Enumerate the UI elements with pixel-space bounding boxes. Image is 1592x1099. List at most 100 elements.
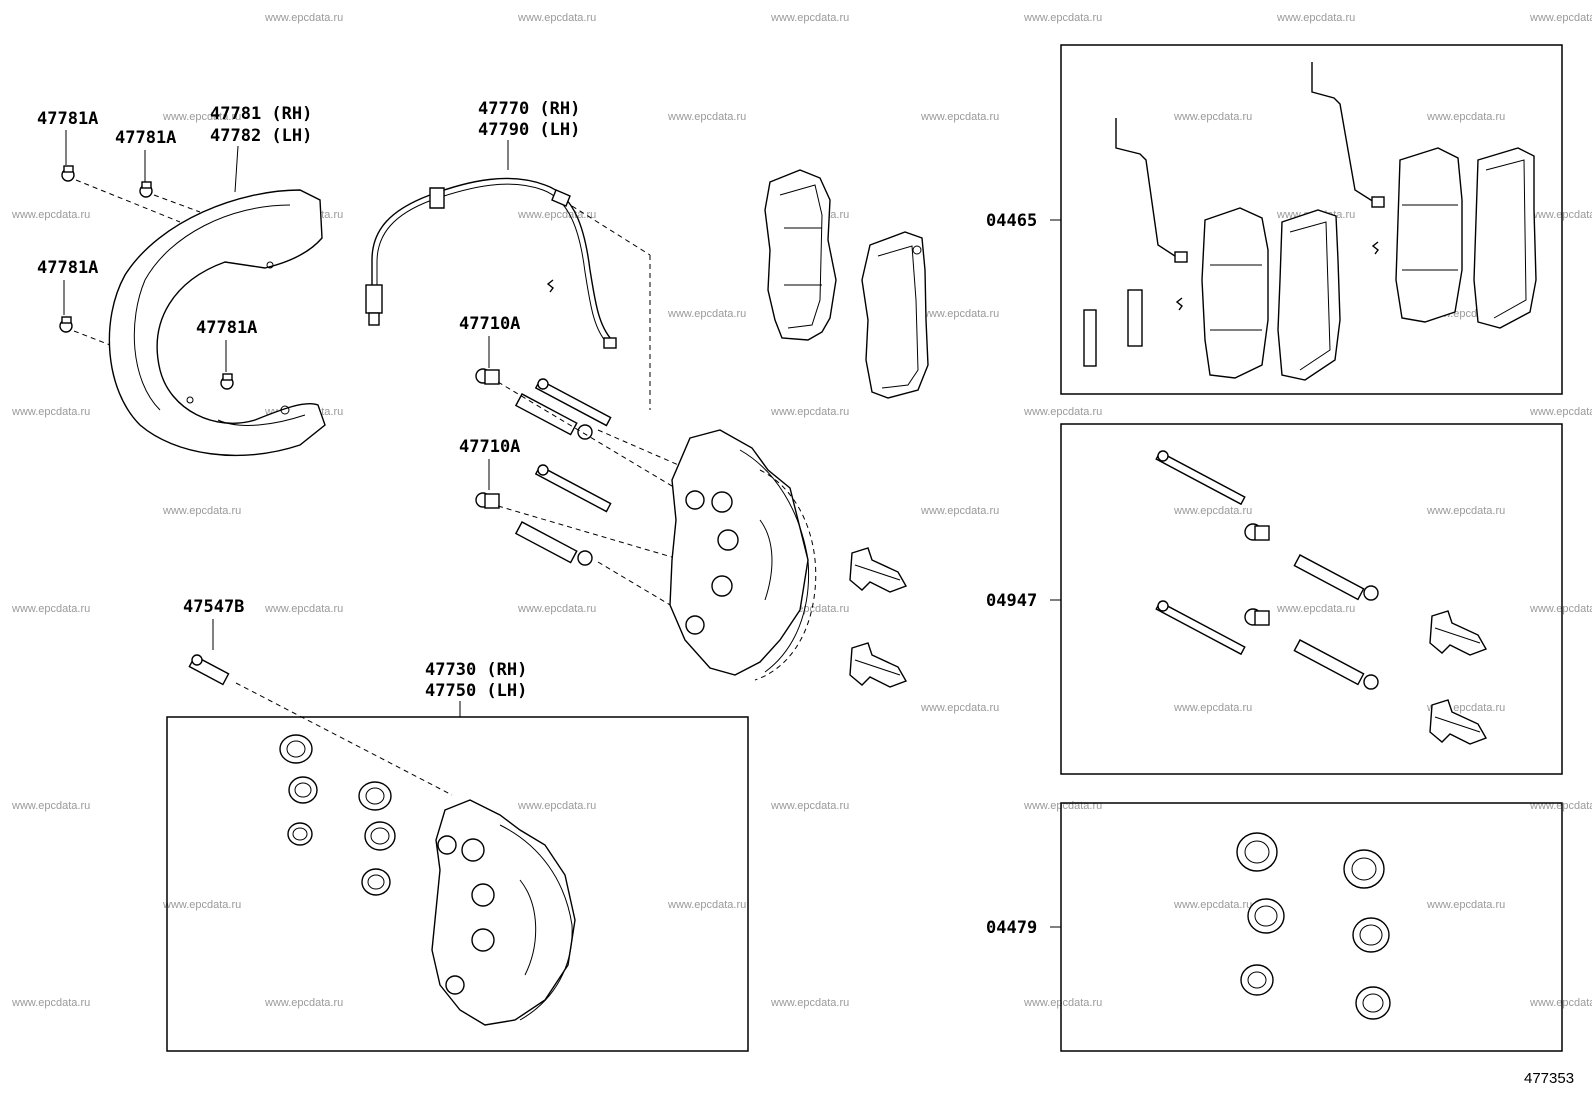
bolt-icon bbox=[220, 373, 234, 390]
watermark: www.epcdata.ru bbox=[920, 505, 999, 517]
watermark: www.epcdata.ru bbox=[1173, 899, 1252, 911]
watermark: www.epcdata.ru bbox=[11, 997, 90, 1009]
watermark: www.epcdata.ru bbox=[1529, 406, 1592, 418]
label-47781a-left[interactable]: 47781A bbox=[37, 258, 98, 278]
kit-04465-box: 04465 bbox=[986, 44, 1563, 395]
watermark: www.epcdata.ru bbox=[920, 702, 999, 714]
brake-pad-icon bbox=[1277, 209, 1341, 381]
bolt-icon bbox=[1244, 523, 1270, 541]
watermark: www.epcdata.ru bbox=[1173, 111, 1252, 123]
dust-shield-icon bbox=[108, 189, 326, 457]
watermark: www.epcdata.ru bbox=[1173, 505, 1252, 517]
watermark: www.epcdata.ru bbox=[517, 209, 596, 221]
watermark: www.epcdata.ru bbox=[1276, 12, 1355, 24]
watermark: www.epcdata.ru bbox=[1426, 899, 1505, 911]
piston-seal-icon bbox=[1240, 964, 1274, 996]
piston-seal-icon bbox=[1352, 917, 1390, 953]
watermark: www.epcdata.ru bbox=[517, 603, 596, 615]
label-47781a-second[interactable]: 47781A bbox=[115, 128, 176, 148]
brake-pad-icon bbox=[861, 231, 929, 399]
sensor-wire-icon bbox=[365, 177, 617, 349]
bolt-icon bbox=[139, 181, 153, 198]
anti-rattle-clip-icon bbox=[849, 547, 908, 593]
watermark: www.epcdata.ru bbox=[162, 505, 241, 517]
watermark: www.epcdata.ru bbox=[11, 209, 90, 221]
watermark: www.epcdata.ru bbox=[264, 603, 343, 615]
diagram-number: 477353 bbox=[1524, 1070, 1574, 1087]
bleeder-screw-icon bbox=[188, 654, 230, 686]
piston-seal-icon bbox=[287, 822, 313, 846]
watermark: www.epcdata.ru bbox=[517, 800, 596, 812]
guide-pin-icon bbox=[1293, 554, 1379, 601]
guide-pin-icon bbox=[1155, 600, 1246, 656]
watermark: www.epcdata.ru bbox=[1529, 209, 1592, 221]
brake-pads-group bbox=[764, 169, 929, 399]
watermark: www.epcdata.ru bbox=[1529, 603, 1592, 615]
bolt-icon bbox=[61, 165, 75, 182]
label-kit-04479[interactable]: 04479 bbox=[986, 918, 1037, 938]
label-47710a-top[interactable]: 47710A bbox=[459, 314, 520, 334]
watermark: www.epcdata.ru bbox=[1529, 12, 1592, 24]
dust-shield-group: 47781A 47781A 47781 (RH) 47782 (LH) 4778… bbox=[37, 104, 326, 457]
guide-pin-icon bbox=[514, 393, 593, 440]
watermark: www.epcdata.ru bbox=[264, 997, 343, 1009]
piston-seal-icon bbox=[364, 821, 396, 851]
caliper-body-icon bbox=[431, 799, 576, 1026]
kit-04947-box: 04947 bbox=[986, 423, 1563, 775]
piston-seal-icon bbox=[1236, 832, 1278, 872]
watermark: www.epcdata.ru bbox=[770, 997, 849, 1009]
watermark: www.epcdata.ru bbox=[770, 800, 849, 812]
shim-clip-icon bbox=[1127, 289, 1143, 347]
label-47710a-bottom[interactable]: 47710A bbox=[459, 437, 520, 457]
piston-seal-icon bbox=[288, 776, 318, 804]
label-47781a-inner[interactable]: 47781A bbox=[196, 318, 257, 338]
label-bleeder[interactable]: 47547B bbox=[183, 597, 244, 617]
brake-pad-icon bbox=[1473, 147, 1537, 329]
label-kit-04947[interactable]: 04947 bbox=[986, 591, 1037, 611]
bolt-icon bbox=[475, 492, 500, 509]
label-caliper-lh[interactable]: 47750 (LH) bbox=[425, 681, 527, 701]
watermark: www.epcdata.ru bbox=[1529, 997, 1592, 1009]
watermark: www.epcdata.ru bbox=[264, 12, 343, 24]
watermark: www.epcdata.ru bbox=[667, 308, 746, 320]
bolt-icon bbox=[59, 316, 73, 333]
brake-pad-icon bbox=[1395, 147, 1463, 323]
watermark: www.epcdata.ru bbox=[1023, 997, 1102, 1009]
watermark: www.epcdata.ru bbox=[11, 800, 90, 812]
watermark: www.epcdata.ru bbox=[920, 308, 999, 320]
brake-pad-icon bbox=[764, 169, 837, 341]
watermark: www.epcdata.ru bbox=[1023, 12, 1102, 24]
label-caliper-rh[interactable]: 47730 (RH) bbox=[425, 660, 527, 680]
piston-seal-icon bbox=[361, 868, 391, 896]
watermark: www.epcdata.ru bbox=[11, 603, 90, 615]
watermark: www.epcdata.ru bbox=[1426, 505, 1505, 517]
watermark: www.epcdata.ru bbox=[770, 406, 849, 418]
label-shield-rh[interactable]: 47781 (RH) bbox=[210, 104, 312, 124]
watermark: www.epcdata.ru bbox=[667, 899, 746, 911]
wear-sensor-group: 47770 (RH) 47790 (LH) bbox=[365, 99, 651, 410]
label-shield-lh[interactable]: 47782 (LH) bbox=[210, 126, 312, 146]
label-wire-lh[interactable]: 47790 (LH) bbox=[478, 120, 580, 140]
guide-pin-icon bbox=[1293, 639, 1379, 690]
guide-pin-icon bbox=[534, 378, 612, 427]
piston-seal-icon bbox=[1355, 986, 1391, 1020]
piston-seal-icon bbox=[1343, 849, 1385, 889]
label-47781a-top[interactable]: 47781A bbox=[37, 109, 98, 129]
watermark: www.epcdata.ru bbox=[1276, 603, 1355, 615]
guide-pin-icon bbox=[1155, 450, 1246, 506]
label-kit-04465[interactable]: 04465 bbox=[986, 211, 1037, 231]
guide-pins-group: 47710A 47710A bbox=[459, 314, 691, 613]
watermark: www.epcdata.ru bbox=[770, 12, 849, 24]
brake-pad-icon bbox=[1201, 207, 1269, 379]
piston-seal-icon bbox=[279, 734, 313, 764]
bleeder-group: 47547B bbox=[183, 597, 453, 796]
label-wire-rh[interactable]: 47770 (RH) bbox=[478, 99, 580, 119]
watermark: www.epcdata.ru bbox=[667, 111, 746, 123]
caliper-box: 47730 (RH) 47750 (LH) bbox=[166, 660, 749, 1052]
anti-rattle-clip-icon bbox=[1429, 699, 1488, 745]
guide-pin-icon bbox=[514, 521, 593, 566]
piston-seal-icon bbox=[358, 781, 392, 811]
caliper-assembly-icon bbox=[669, 429, 817, 681]
bolt-icon bbox=[475, 368, 500, 385]
